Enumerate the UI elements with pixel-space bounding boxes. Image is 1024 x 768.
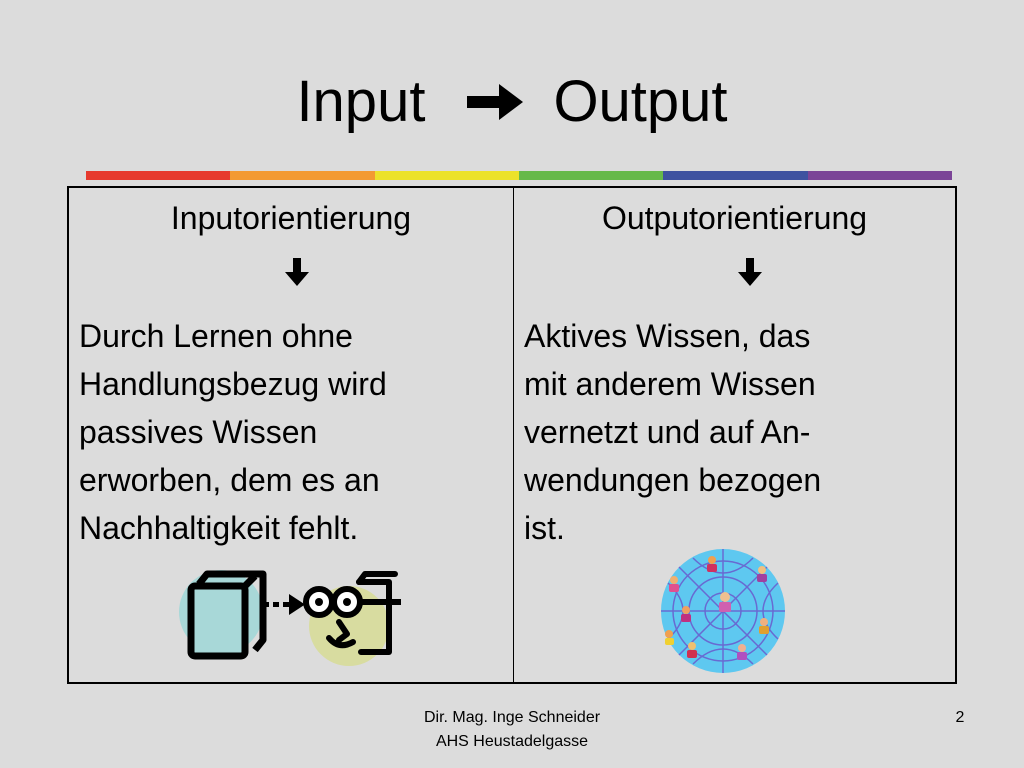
text-line: Aktives Wissen, das bbox=[524, 318, 811, 354]
network-people-clipart bbox=[661, 549, 785, 673]
down-arrow-icon bbox=[738, 258, 762, 286]
text-line: Durch Lernen ohne bbox=[79, 318, 353, 354]
input-column: Inputorientierung Durch Lernen ohne Hand… bbox=[69, 188, 514, 682]
text-line: Nachhaltigkeit fehlt. bbox=[79, 510, 359, 546]
rainbow-segment bbox=[518, 171, 664, 180]
text-line: mit anderem Wissen bbox=[524, 366, 816, 402]
footer-school: AHS Heustadelgasse bbox=[435, 733, 589, 750]
footer-author: Dir. Mag. Inge Schneider bbox=[423, 709, 601, 726]
down-arrow-icon bbox=[285, 258, 309, 286]
text-line: erworben, dem es an bbox=[79, 462, 380, 498]
rainbow-segment bbox=[230, 171, 375, 180]
input-heading: Inputorientierung bbox=[170, 200, 412, 236]
rainbow-segment bbox=[663, 171, 808, 180]
footer: Dir. Mag. Inge Schneider AHS Heustadelga… bbox=[360, 706, 664, 754]
comparison-table: Inputorientierung Durch Lernen ohne Hand… bbox=[67, 186, 957, 684]
page-number: 2 bbox=[955, 709, 965, 726]
output-heading: Outputorientierung bbox=[601, 200, 868, 236]
text-line: vernetzt und auf An- bbox=[524, 414, 811, 450]
text-line: Handlungsbezug wird bbox=[79, 366, 387, 402]
title-input: Input bbox=[296, 69, 426, 134]
rainbow-divider bbox=[86, 171, 952, 180]
input-description: Durch Lernen ohne Handlungsbezug wird pa… bbox=[79, 312, 499, 552]
text-line: passives Wissen bbox=[79, 414, 318, 450]
output-description: Aktives Wissen, das mit anderem Wissen v… bbox=[524, 312, 944, 552]
slide-title: Input Output bbox=[0, 62, 1024, 142]
rainbow-segment bbox=[86, 171, 231, 180]
bold-right-arrow-icon bbox=[467, 84, 524, 120]
rainbow-segment bbox=[374, 171, 519, 180]
rainbow-segment bbox=[807, 171, 952, 180]
text-line: wendungen bezogen bbox=[524, 462, 822, 498]
book-to-reader-clipart bbox=[179, 570, 401, 666]
text-line: ist. bbox=[524, 510, 565, 546]
output-column: Outputorientierung Aktives Wissen, das m… bbox=[514, 188, 955, 682]
title-output: Output bbox=[553, 69, 728, 134]
